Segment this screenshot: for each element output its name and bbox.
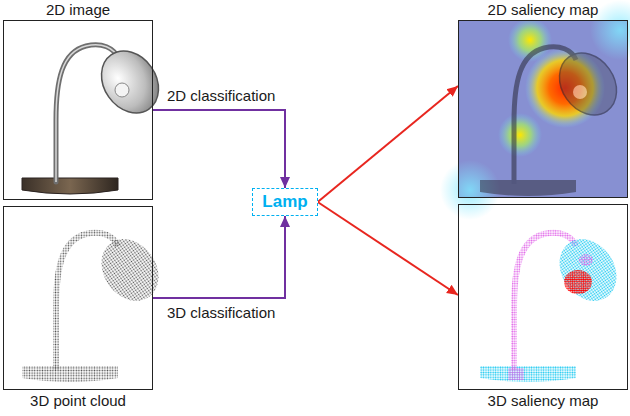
point-cloud: [22, 228, 170, 382]
panel-title: 3D point cloud: [0, 392, 182, 410]
panel-title: 2D saliency map: [429, 1, 630, 19]
panel-title: 2D image: [0, 1, 182, 19]
edge-label: 2D classification: [165, 87, 277, 105]
connector-arrow: [153, 216, 285, 298]
connector-arrow: [153, 110, 285, 188]
image-panel: 2D image: [3, 20, 153, 200]
connector-arrow: [318, 86, 458, 202]
heatmap: [440, 0, 630, 220]
image-panel: 2D saliency map: [458, 20, 628, 198]
lamp-image: [22, 40, 170, 194]
panel-title: 3D saliency map: [429, 392, 630, 410]
image-panel: 3D saliency map: [458, 204, 628, 390]
edge-label: 3D classification: [165, 304, 277, 322]
class-label-box: Lamp: [252, 188, 317, 216]
class-label: Lamp: [262, 192, 307, 212]
saliency-point-cloud: [480, 228, 628, 382]
image-panel: 3D point cloud: [3, 206, 153, 390]
connector-arrow: [318, 202, 458, 295]
